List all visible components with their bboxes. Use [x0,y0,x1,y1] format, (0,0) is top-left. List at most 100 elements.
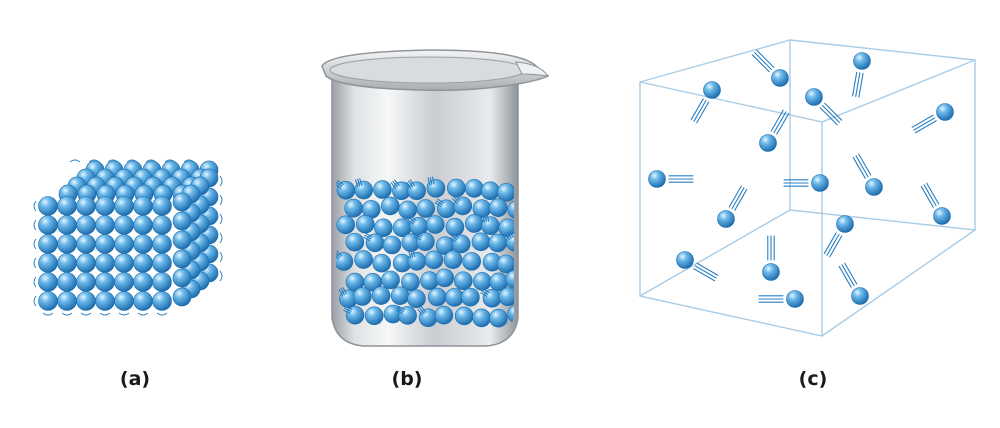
gas-particle [786,290,804,308]
particle [114,234,134,254]
particle [38,272,58,292]
vibration-mark [42,312,54,316]
particle [488,233,507,253]
motion-lines [354,178,363,188]
particle [133,253,153,273]
particle [420,271,439,290]
particle [382,235,402,255]
particle [76,215,96,235]
vibration-mark [61,312,73,316]
vibration-mark [219,194,223,206]
gas-particle [851,287,869,305]
particle [95,196,115,216]
gas-particle [759,134,777,152]
solid-particle-cube [33,159,223,316]
particle [507,304,514,324]
particle [482,289,502,308]
particle [133,196,153,216]
particle [172,230,192,250]
particle [398,200,417,220]
particle [172,192,192,212]
particle [133,215,153,235]
motion-lines [751,49,775,73]
vibration-mark [164,159,176,163]
motion-lines [408,249,416,259]
particle [95,272,115,292]
motion-lines [505,230,514,241]
particle [95,291,115,311]
motion-lines [363,232,373,242]
gas-particle [811,174,829,192]
motion-lines [413,232,423,241]
particle [354,180,374,200]
particle [434,305,454,325]
particle [114,253,134,273]
particle [435,268,455,288]
box-edge [639,209,791,297]
particle [436,199,456,219]
particle [76,234,96,254]
motion-lines [758,295,784,303]
particle [133,291,153,311]
particle [114,291,134,311]
particle [488,198,508,217]
box-back-face [789,39,976,231]
particle [57,253,77,273]
motion-lines [406,179,415,189]
vibration-mark [33,200,37,212]
particle [345,232,365,252]
particle [133,272,153,292]
particle [57,215,77,235]
particle [505,270,514,289]
gas-particle [762,263,780,281]
motion-lines [728,185,748,211]
particle [354,250,373,269]
particle [445,217,465,237]
vibration-mark [107,159,119,163]
motion-lines [434,198,445,208]
caption-b: (b) [391,368,423,390]
particle [57,234,77,254]
motion-lines [823,232,843,258]
particle [38,253,58,273]
particle [471,232,491,252]
gas-particle [771,69,789,87]
motion-lines [336,250,343,260]
box-edge [821,229,976,337]
particle [57,196,77,216]
motion-lines [838,262,858,288]
vibration-mark [33,219,37,231]
particle [462,252,481,271]
particle [443,250,463,269]
gas-particle [805,88,823,106]
particle [355,214,375,234]
box-edge [821,59,976,123]
motion-lines [417,306,427,316]
particle [344,198,363,218]
particle [507,200,514,219]
motion-lines [852,71,864,98]
motion-lines [852,153,872,179]
vibration-mark [156,312,168,316]
vibration-mark [33,238,37,250]
motion-lines [920,182,940,208]
particle [445,288,464,307]
particle [172,249,192,269]
gas-particle [836,215,854,233]
motion-lines [819,102,843,126]
vibration-mark [88,159,100,163]
particle [464,214,484,233]
particle [416,232,435,251]
particle [489,308,508,328]
particle [152,253,172,273]
vibration-mark [69,159,81,163]
gas-particle [648,170,666,188]
particle [172,268,192,288]
particle [152,196,172,216]
particle [336,215,355,235]
particle [152,291,172,311]
motion-lines [343,305,353,314]
particle [76,196,96,216]
particle [152,234,172,254]
